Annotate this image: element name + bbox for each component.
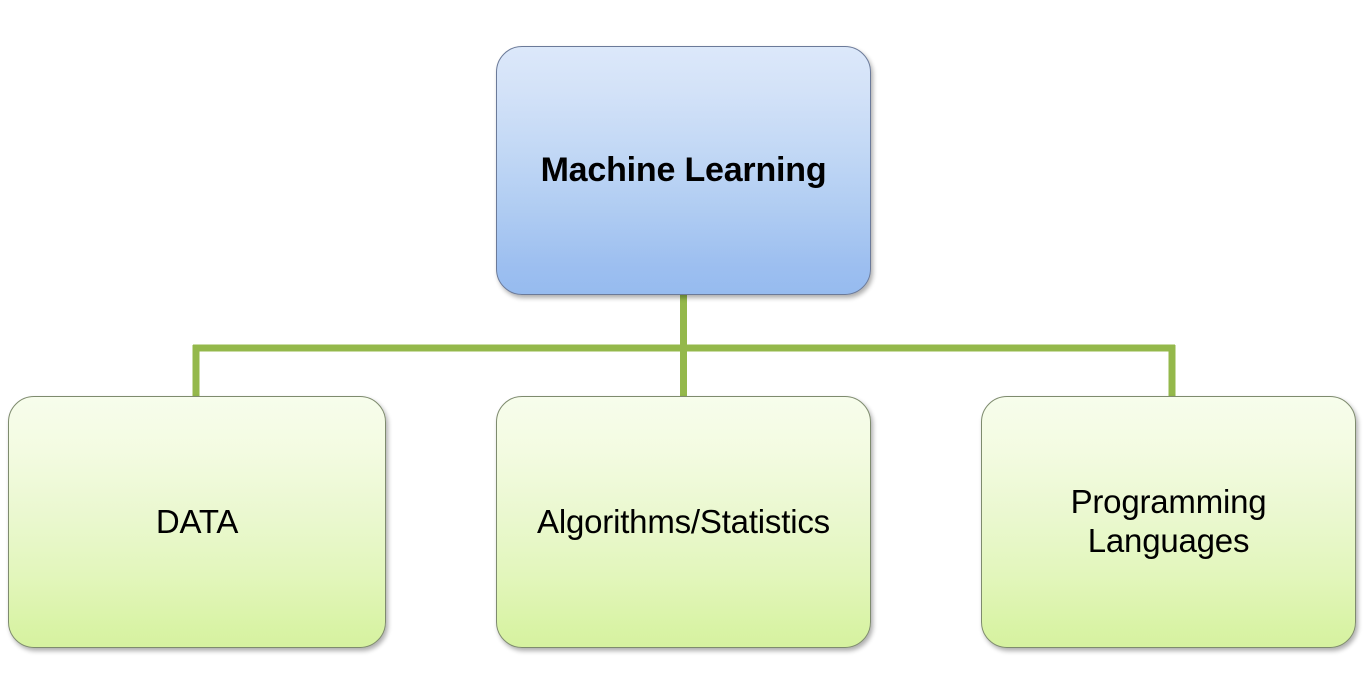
node-machine-learning[interactable]: Machine Learning [496, 46, 871, 295]
node-algorithms-statistics[interactable]: Algorithms/Statistics [496, 396, 871, 648]
node-data-label: DATA [155, 502, 239, 540]
node-data[interactable]: DATA [8, 396, 386, 648]
node-algorithms-statistics-label: Algorithms/Statistics [537, 502, 830, 540]
node-machine-learning-label: Machine Learning [540, 151, 827, 190]
